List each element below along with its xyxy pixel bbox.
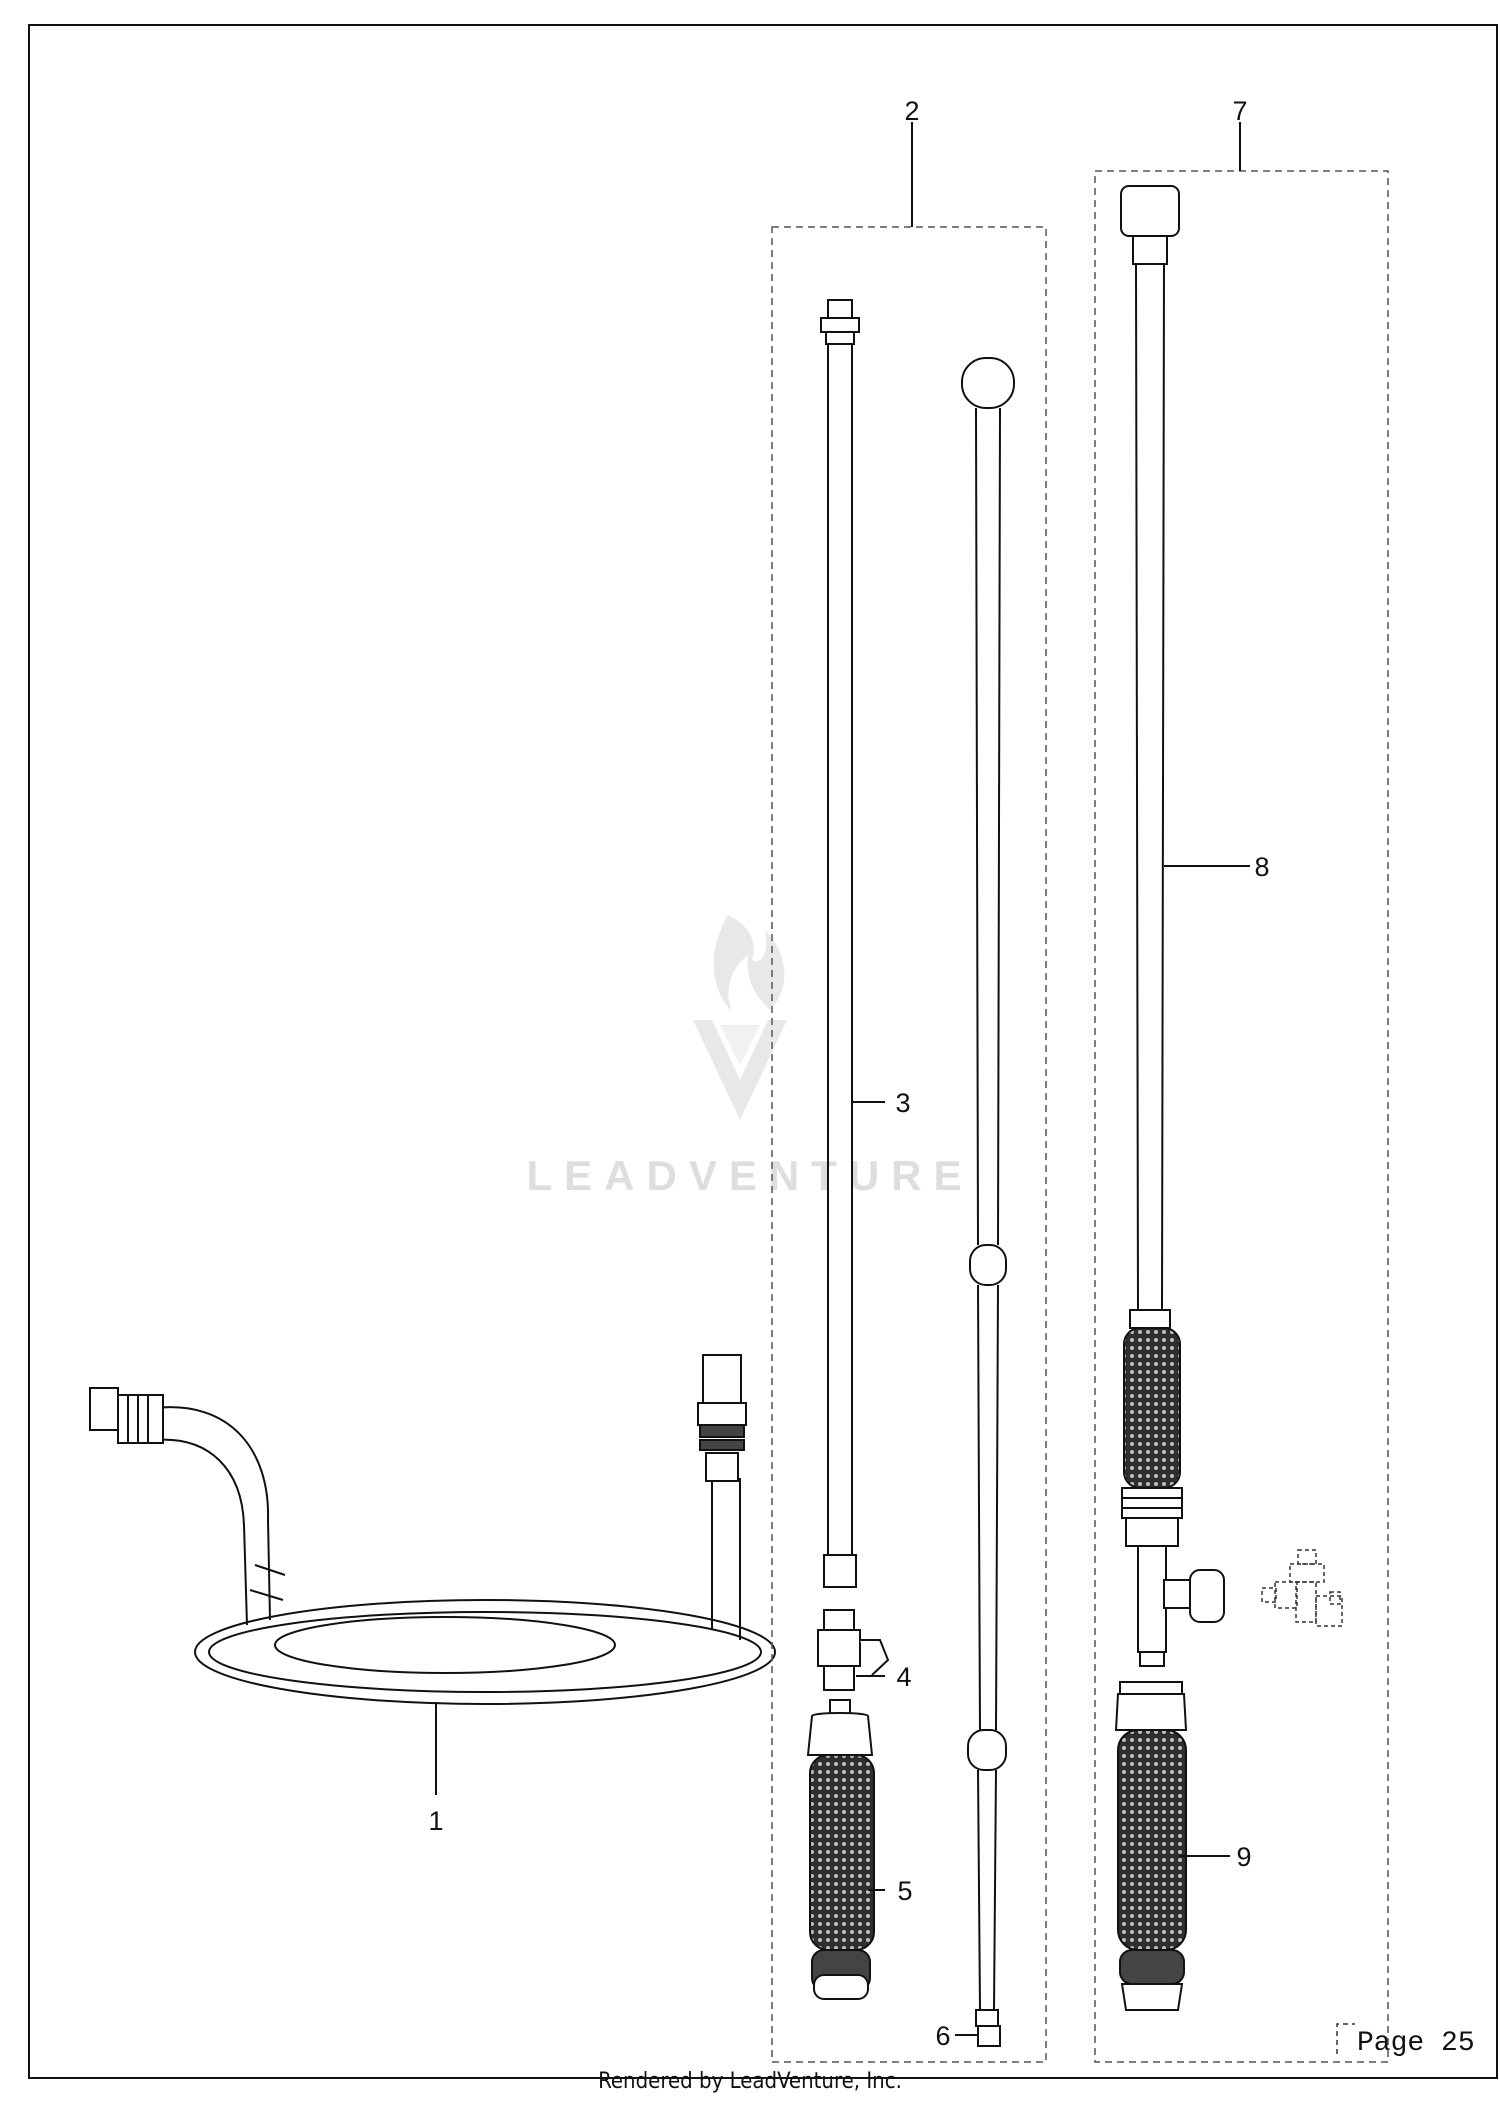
callout-1: 1 xyxy=(428,1806,443,1836)
callout-6: 6 xyxy=(935,2021,950,2051)
wand-extension xyxy=(820,299,885,1588)
callout-5: 5 xyxy=(897,1876,912,1906)
kit-box-2 xyxy=(771,226,1047,2063)
page-border xyxy=(28,24,1498,2079)
kit-box-7 xyxy=(1094,170,1389,2063)
valve-detail xyxy=(1261,1549,1343,1627)
callout-2: 2 xyxy=(904,96,919,126)
watermark-text: LEADVENTURE xyxy=(526,1152,973,1199)
grip-handle xyxy=(806,1699,885,2000)
handle-grip xyxy=(1114,1681,1230,2011)
hose-assembly xyxy=(89,1354,776,1795)
callout-3: 3 xyxy=(895,1088,910,1118)
page-label: Page 25 xyxy=(1357,2028,1475,2059)
callout-4: 4 xyxy=(896,1662,911,1692)
page-label-bracket xyxy=(1336,2023,1355,2054)
spray-wand xyxy=(1120,185,1250,1667)
callout-7: 7 xyxy=(1232,96,1247,126)
footer-credit: Rendered by LeadVenture, Inc. xyxy=(598,2069,902,2094)
watermark-logo xyxy=(693,915,787,1120)
callout-8: 8 xyxy=(1254,852,1269,882)
extension-tube xyxy=(955,357,1015,2047)
shutoff-valve xyxy=(817,1609,890,1691)
callout-9: 9 xyxy=(1236,1842,1251,1872)
